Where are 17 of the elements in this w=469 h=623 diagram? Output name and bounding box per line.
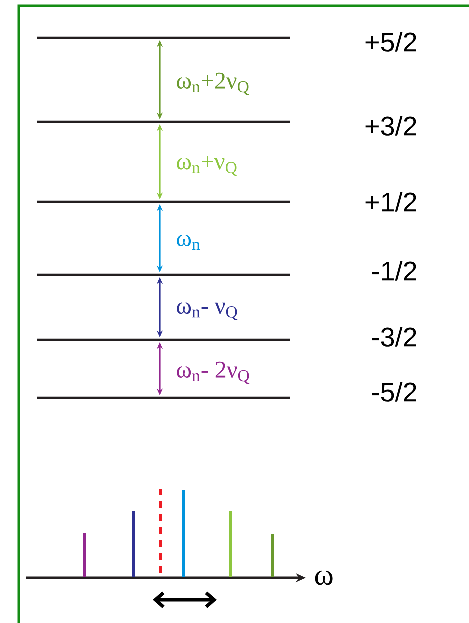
energy-level: -3/2 bbox=[37, 327, 416, 347]
axis-label: ω bbox=[315, 570, 333, 586]
node-label: -3/2 bbox=[372, 327, 416, 347]
node-label: -1/2 bbox=[372, 261, 416, 281]
edge-label: ω$_{n}$+2ν$_{Q}$ bbox=[177, 72, 250, 96]
node-label: +5/2 bbox=[366, 32, 416, 52]
energy-level: +5/2 bbox=[37, 32, 416, 52]
edge-label: ω$_{n}$ bbox=[177, 235, 200, 250]
node-label: +1/2 bbox=[366, 192, 416, 212]
edge-label: ω$_{n}$+ν$_{Q}$ bbox=[177, 156, 238, 176]
energy-level: -1/2 bbox=[37, 261, 416, 281]
node-label: -5/2 bbox=[372, 382, 416, 402]
node-label: +3/2 bbox=[366, 116, 416, 136]
energy-level: +1/2 bbox=[37, 192, 416, 212]
energy-level: +3/2 bbox=[37, 116, 416, 136]
edge-label: ω$_{n}$- ν$_{Q}$ bbox=[177, 302, 238, 320]
edge-label: ω$_{n}$- 2ν$_{Q}$ bbox=[177, 362, 250, 384]
